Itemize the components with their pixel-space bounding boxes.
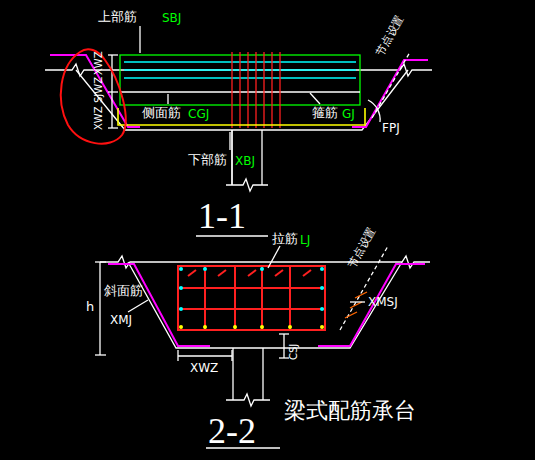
dimension-code: XWZ (94, 51, 104, 75)
rebar-label: 上部筋 (98, 10, 137, 23)
dimension-code: SJWZ (94, 77, 104, 103)
rebar-label: 下部筋 (188, 153, 227, 166)
rebar-code: GJ (342, 108, 355, 120)
rebar-label: 箍筋 (312, 106, 338, 119)
node-note: 节点设置 (374, 14, 406, 58)
rebar-label: 斜面筋 (104, 284, 143, 297)
rebar-code: XMSJ (368, 296, 398, 308)
dimension-code: CSJ (289, 344, 299, 360)
dimension-code: XWZ (190, 362, 218, 374)
section-mark: 2-2 (208, 413, 256, 449)
node-note: 节点设置 (346, 226, 378, 270)
dimension-code: XWZ (94, 106, 104, 130)
dimension-label: h (86, 300, 94, 313)
section-mark: 1-1 (198, 198, 246, 234)
section-1-1 (45, 26, 432, 236)
section-2-2 (95, 246, 430, 448)
rebar-code: CGJ (188, 108, 209, 120)
rebar-code: XBJ (235, 155, 255, 167)
rebar-code: FPJ (382, 122, 400, 134)
drawing-caption: 梁式配筋承台 (284, 400, 416, 422)
rebar-code: SBJ (162, 12, 181, 24)
rebar-code: XMJ (110, 314, 132, 326)
rebar-label: 拉筋 (272, 232, 298, 245)
rebar-label: 侧面筋 (142, 106, 181, 119)
rebar-code: LJ (300, 234, 310, 246)
